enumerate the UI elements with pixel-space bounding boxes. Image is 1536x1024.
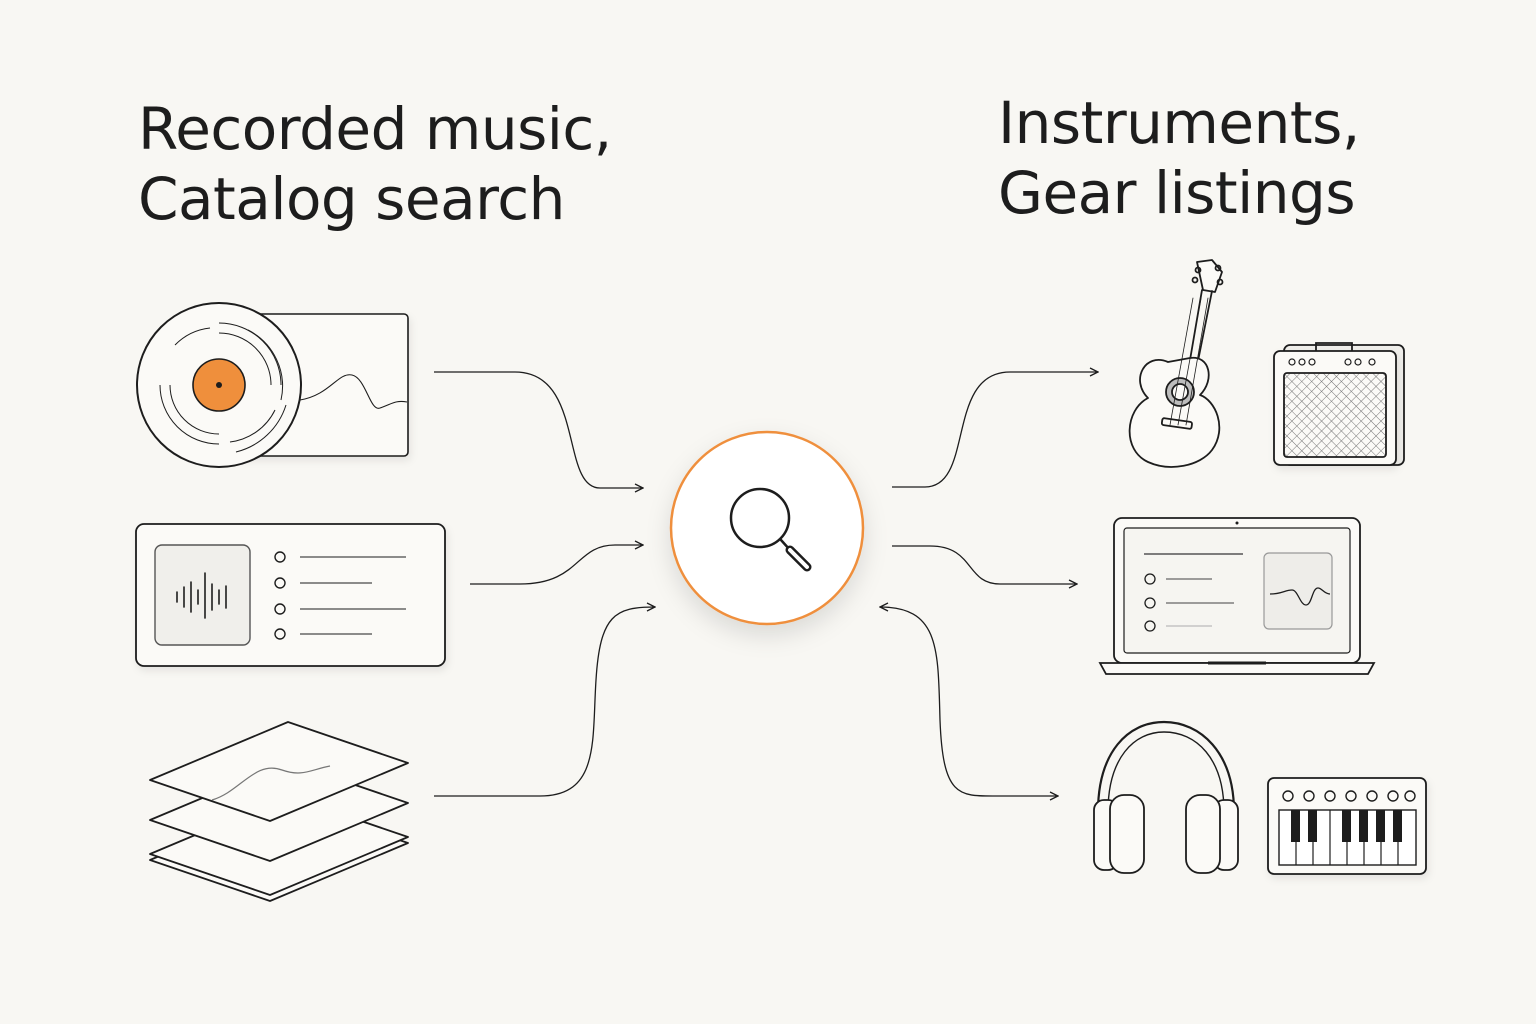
arrow-catalog-to-search [470, 545, 643, 585]
search-magnifier-icon [729, 487, 812, 572]
vinyl-record-icon [136, 302, 409, 468]
search-hub [669, 430, 865, 626]
left-heading-line-1: Recorded music, [138, 95, 612, 163]
arrow-search-to-guitar [892, 372, 1098, 488]
left-heading: Recorded music, Catalog search [138, 94, 612, 234]
right-heading-line-2: Gear listings [998, 159, 1356, 227]
right-heading: Instruments, Gear listings [998, 88, 1360, 228]
midi-keyboard-icon [1267, 777, 1427, 875]
arrow-search-to-laptop [892, 545, 1077, 584]
arrow-vinyl-to-search [434, 371, 643, 488]
catalog-list-card-icon [135, 523, 446, 667]
stacked-layers-icon [149, 721, 409, 902]
connector-arrows [434, 372, 1098, 796]
arrow-headphones-search [880, 607, 1058, 796]
laptop-listing-icon [1098, 517, 1376, 675]
guitar-amplifier-icon [1273, 342, 1405, 466]
left-heading-line-2: Catalog search [138, 165, 565, 233]
headphones-icon [1093, 720, 1239, 874]
acoustic-guitar-icon [1128, 259, 1224, 468]
arrow-layers-to-search [434, 607, 655, 797]
right-heading-line-1: Instruments, [998, 89, 1360, 157]
